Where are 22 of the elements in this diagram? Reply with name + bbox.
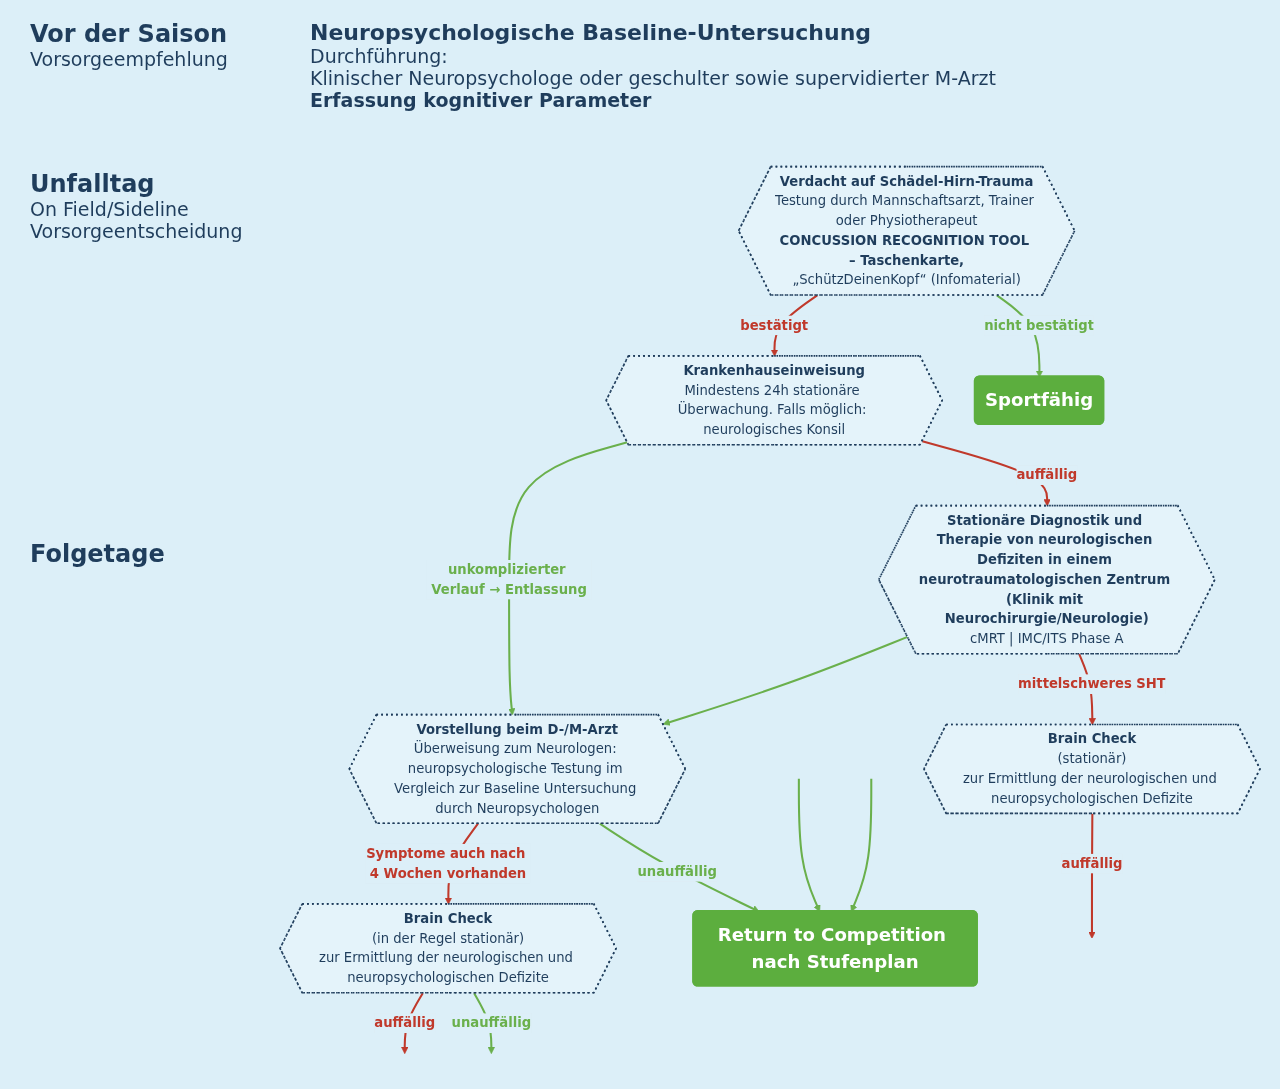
edge-label: unauffällig (451, 1014, 532, 1031)
edge-label: bestätigt (740, 317, 809, 333)
text: Durchführung: (310, 45, 448, 67)
section-heading: Folgetage (30, 540, 165, 568)
arrow (662, 635, 908, 726)
edge-label: auffällig (1061, 855, 1123, 871)
arrow (508, 441, 628, 716)
text: Erfassung kognitiver Parameter (310, 89, 652, 111)
section-subtitle: Vorsorgeentscheidung (30, 220, 243, 242)
edge-label: auffällig (374, 1014, 436, 1031)
section-heading: Vor der Saison (30, 20, 228, 48)
edge-label: unkomplizierter Verlauf → Entlassung (431, 561, 587, 597)
edge-label: auffällig (1016, 466, 1078, 483)
edge-label: unauffällig (637, 863, 717, 880)
section-subtitle: Vorsorgeempfehlung (30, 48, 228, 70)
edge-label: nicht bestätigt (984, 317, 1094, 333)
text: Klinischer Neuropsychologe oder geschulter sowie supervidierter M-Arzt (310, 67, 996, 89)
section-heading: Unfalltag (30, 170, 155, 198)
edge-label: Symptome auch nach 4 Wochen vorhanden (366, 845, 527, 881)
edge-label: mittelschweres SHT (1018, 675, 1166, 692)
heading: Neuropsychologische Baseline-Untersuchung (310, 20, 872, 45)
section-subtitle: On Field/Sideline (30, 198, 189, 220)
